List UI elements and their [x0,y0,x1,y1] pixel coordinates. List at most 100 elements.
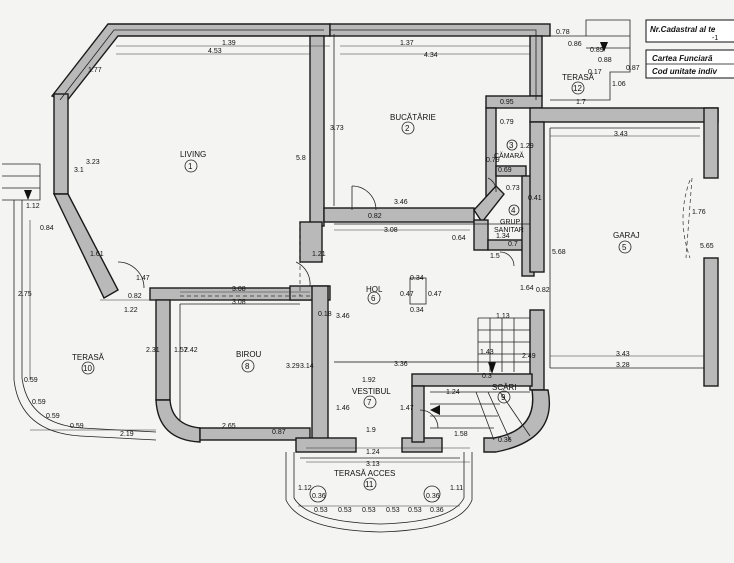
dim-label: 0.82 [368,213,382,220]
inner-lines [59,29,704,441]
dim-label: 1.77 [88,67,102,74]
dim-label: 0.78 [556,29,570,36]
dim-label: 0.53 [338,507,352,514]
dim-label: 0.18 [318,311,332,318]
dim-label: 0.79 [500,119,514,126]
room-name-office: BIROU [236,350,262,359]
dim-label: 1.9 [366,427,376,434]
arrow-down-icon [600,42,608,52]
dim-label: 0.36 [430,507,444,514]
land-book-label: Cartea Funciară [652,54,713,63]
room-number-stairs: 9 [501,393,506,402]
dim-label: 0.47 [428,291,442,298]
room-number-wc: 4 [511,206,516,215]
dim-label: 3.29 [286,363,300,370]
dim-label: 0.47 [400,291,414,298]
room-name-entrance-terrace: TERASĂ ACCES [334,469,395,478]
dim-label: 3.46 [394,199,408,206]
room-name-pantry: CĂMARĂ [494,151,524,160]
dim-label: 1.47 [136,275,150,282]
dim-label: 0.59 [32,399,46,406]
room-name-wc-1: GRUP [500,219,521,226]
dim-label: 2.75 [18,291,32,298]
dim-label: 0.36 [312,493,326,500]
dim-label: 0.87 [272,429,286,436]
dim-label: 3.46 [336,313,350,320]
room-number-ne-terrace: 12 [573,84,582,93]
room-name-west-terrace: TERASĂ [72,353,105,362]
dim-label: 1.13 [496,313,510,320]
dim-label: 3.73 [330,125,344,132]
dim-label: 1.43 [480,349,494,356]
dim-label: 1.37 [400,40,414,47]
dim-label: 1.46 [336,405,350,412]
stair-treads [430,317,531,441]
dim-label: 1.39 [222,40,236,47]
dim-label: 3.13 [366,461,380,468]
room-name-ne-terrace: TERASĂ [562,73,595,82]
dim-label: 1.24 [366,449,380,456]
dim-label: 0.53 [362,507,376,514]
dim-label: 1.21 [312,251,326,258]
dim-label: 2.19 [120,431,134,438]
dim-label: 3.1 [74,167,84,174]
dim-label: 5.68 [552,249,566,256]
dim-label: 1.64 [520,285,534,292]
dim-label: 3.08 [384,227,398,234]
room-number-pantry: 3 [509,141,514,150]
dim-label: 0.82 [536,287,550,294]
dim-label: 0.53 [408,507,422,514]
dim-label: 3.14 [300,363,314,370]
dim-label: 0.64 [452,235,466,242]
dim-label: 1.11 [450,485,463,492]
room-number-living: 1 [188,162,193,171]
dim-label: 0.34 [410,307,424,314]
dim-label: 1.76 [692,209,706,216]
dim-label: 3.28 [616,362,630,369]
dim-label: 0.3 [482,373,492,380]
cadastral-suffix: -1 [712,35,718,42]
room-labels: LIVING 1 BUCĂTĂRIE 2 3 CĂMARĂ 4 GRUP SAN… [72,73,640,491]
dim-label: 2.42 [184,347,198,354]
dim-label: 3.43 [614,131,628,138]
room-name-kitchen: BUCĂTĂRIE [390,113,436,122]
dim-label: 1.12 [298,485,312,492]
dim-label: 2.65 [222,423,236,430]
unit-code-label: Cod unitate indiv [652,67,717,76]
dim-label: 0.36 [498,437,512,444]
room-number-garage: 5 [622,243,627,252]
cadastral-number: Nr.Cadastral al te [650,25,716,34]
room-name-vestibule: VESTIBUL [352,387,391,396]
dim-label: 0.59 [24,377,38,384]
dim-label: 1.24 [446,389,460,396]
dim-label: 0.41 [528,195,542,202]
arrow-left-icon [430,405,440,415]
title-block: Nr.Cadastral al te -1 Cartea Funciară Co… [645,19,734,79]
dim-label: 0.88 [598,57,612,64]
room-name-garage: GARAJ [613,231,640,240]
arrow-down-icon [24,190,32,200]
dim-label: 0.53 [314,507,328,514]
room-number-kitchen: 2 [405,124,410,133]
dim-label: 1.58 [454,431,468,438]
room-number-entrance-terrace: 11 [365,480,374,489]
dim-label: 0.59 [70,423,84,430]
dim-label: 1.57 [174,347,188,354]
walls [50,23,719,453]
room-name-wc-2: SANITAR [494,227,524,234]
room-number-west-terrace: 10 [83,364,92,373]
dim-label: 0.95 [500,99,514,106]
dim-label: 0.17 [588,69,602,76]
dim-label: 0.84 [40,225,54,232]
dim-label: 1.34 [496,233,510,240]
dim-label: 1.12 [26,203,40,210]
room-number-hall: 6 [371,294,376,303]
dim-label: 1.22 [124,307,138,314]
dim-label: 0.36 [426,493,440,500]
dim-label: 0.53 [386,507,400,514]
dim-label: 0.34 [410,275,424,282]
dim-label: 2.31 [146,347,160,354]
dim-label: 5.65 [700,243,714,250]
dim-label: 0.7 [508,241,518,248]
